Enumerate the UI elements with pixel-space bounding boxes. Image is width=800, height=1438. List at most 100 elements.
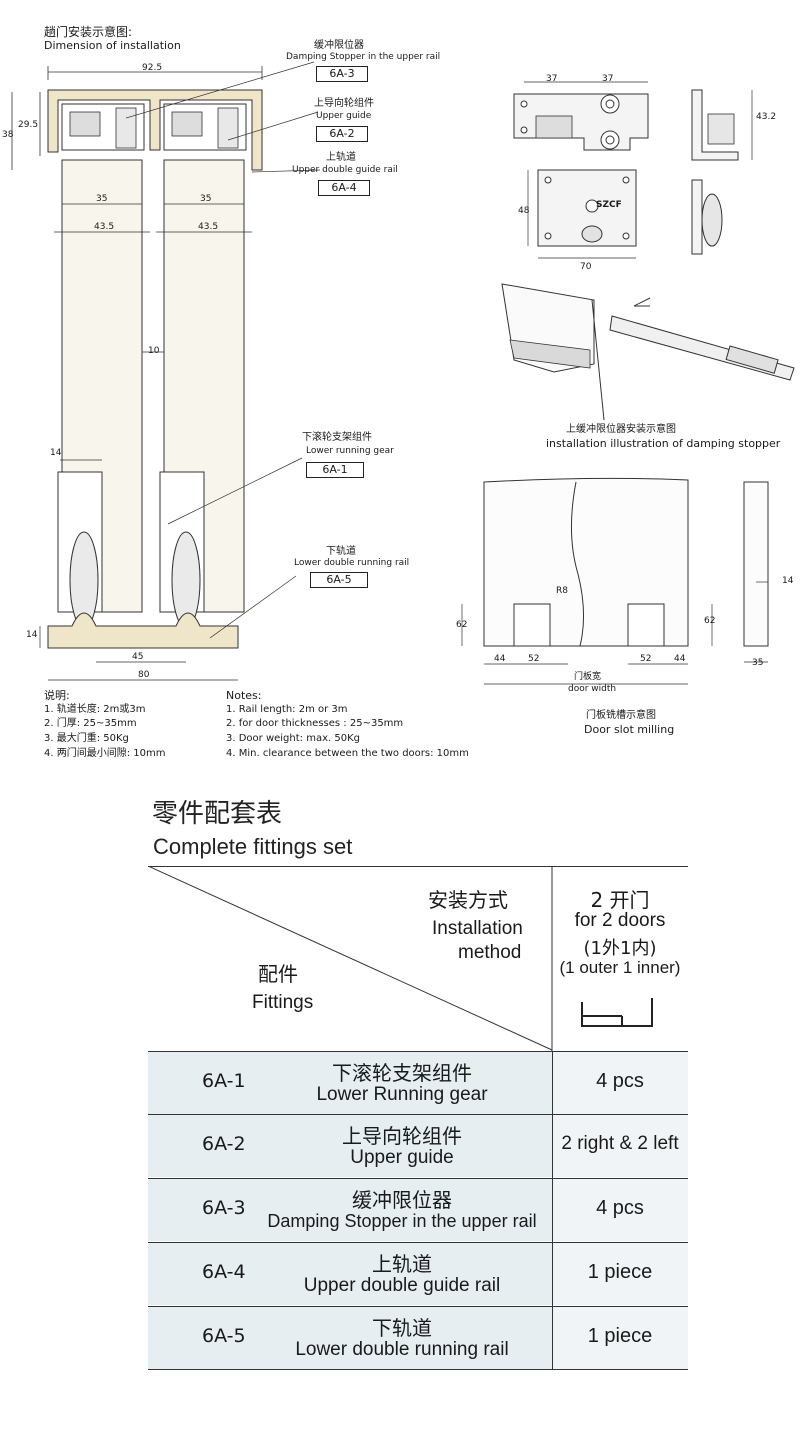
slot-dim-44-right: 44 [674, 654, 686, 664]
dim-70: 70 [580, 262, 592, 272]
slot-width-cn: 门板宽 [574, 672, 602, 682]
row-qty: 4 pcs [596, 1197, 644, 1219]
callout-6a2-cn: 上导向轮组件 [314, 98, 374, 109]
notes-en-3: 3. Door weight: max. 50Kg [226, 733, 360, 744]
callout-6a2-code: 6A-2 [316, 126, 368, 142]
row-divider [148, 1114, 688, 1115]
row-name-en: Upper double guide rail [303, 1275, 501, 1296]
row-name-cn: 上导向轮组件 [342, 1124, 462, 1148]
dim-35-right: 35 [200, 194, 212, 204]
row-name-cn: 下轨道 [372, 1316, 432, 1340]
row-name-cn: 下滚轮支架组件 [332, 1061, 472, 1085]
row-code: 6A-3 [202, 1197, 246, 1219]
dim-38: 38 [2, 130, 14, 140]
table-bottom-border [148, 1369, 688, 1370]
header-method-cn: 安装方式 [428, 888, 508, 912]
install-title-en: Dimension of installation [44, 39, 181, 52]
header-fittings-en: Fittings [252, 992, 314, 1013]
row-qty: 1 piece [587, 1325, 653, 1347]
dim-37-right: 37 [602, 74, 614, 84]
installation-drawing [11, 61, 321, 681]
row-qty: 4 pcs [596, 1070, 644, 1092]
callout-6a4-en: Upper double guide rail [292, 165, 398, 175]
bracket-drawing [513, 81, 753, 259]
slot-caption-cn: 门板铣槽示意图 [586, 710, 656, 721]
row-qty: 1 piece [587, 1261, 653, 1283]
row-divider [148, 1242, 688, 1243]
dim-43-5-right: 43.5 [198, 222, 219, 232]
header-method-en-2: method [458, 942, 522, 963]
notes-en-1: 1. Rail length: 2m or 3m [226, 704, 348, 715]
table-header-border [148, 1051, 688, 1052]
dim-48: 48 [518, 206, 530, 216]
table-row: 6A-3 缓冲限位器 Damping Stopper in the upper … [148, 1179, 688, 1241]
row-code: 6A-2 [202, 1133, 246, 1155]
callout-6a3-code: 6A-3 [316, 66, 368, 82]
header-col-line-1: 2 开门 [590, 888, 650, 912]
row-name-cn: 上轨道 [372, 1252, 432, 1276]
dim-35-left: 35 [96, 194, 108, 204]
table-row: 6A-4 上轨道 Upper double guide rail 1 piece [148, 1243, 688, 1305]
slot-dim-35: 35 [752, 658, 764, 668]
notes-cn-4: 4. 两门间最小间隙: 10mm [44, 748, 166, 759]
notes-en-2: 2. for door thicknesses : 25~35mm [226, 718, 404, 729]
callout-6a5-cn: 下轨道 [326, 546, 356, 557]
table-header-lines [148, 866, 653, 1052]
notes-cn-heading: 说明: [44, 689, 70, 702]
dim-43-2: 43.2 [756, 112, 777, 122]
dim-92-5: 92.5 [142, 63, 163, 73]
callout-6a1-en: Lower running gear [306, 446, 394, 456]
door-slot-drawing [461, 477, 769, 685]
callout-6a5-en: Lower double running rail [294, 558, 410, 568]
slot-caption-en: Door slot milling [584, 723, 675, 736]
header-fittings-cn: 配件 [258, 962, 298, 986]
slot-dim-52-left: 52 [528, 654, 540, 664]
header-method-en-1: Installation [432, 918, 523, 939]
row-name-en: Damping Stopper in the upper rail [267, 1211, 537, 1231]
notes-cn-1: 1. 轨道长度: 2m或3m [44, 704, 146, 715]
row-divider [148, 1178, 688, 1179]
stopper-caption-cn: 上缓冲限位器安装示意图 [566, 424, 676, 435]
notes-cn-3: 3. 最大门重: 50Kg [44, 733, 129, 744]
notes-en-heading: Notes: [226, 689, 262, 702]
header-col-line-2: for 2 doors [574, 910, 666, 931]
callout-6a3-cn: 缓冲限位器 [314, 40, 364, 51]
row-code: 6A-5 [202, 1325, 246, 1347]
callout-6a3-en: Damping Stopper in the upper rail [286, 52, 441, 62]
slot-dim-62-right: 62 [704, 616, 716, 626]
install-title-cn: 趟门安装示意图: [44, 25, 133, 39]
dim-80: 80 [138, 670, 150, 680]
slot-dim-62-left: 62 [456, 620, 468, 630]
stopper-install-drawing [501, 283, 795, 420]
row-name-en: Upper guide [350, 1147, 454, 1168]
dim-14-top: 14 [50, 448, 62, 458]
callout-6a4-code: 6A-4 [318, 180, 370, 196]
header-col-line-4: (1 outer 1 inner) [559, 958, 681, 977]
row-divider [148, 1306, 688, 1307]
fittings-title-en: Complete fittings set [153, 834, 353, 859]
callout-6a1-cn: 下滚轮支架组件 [302, 432, 372, 443]
dim-10: 10 [148, 346, 160, 356]
dim-14-bottom: 14 [26, 630, 38, 640]
header-col-line-3: (1外1内) [583, 938, 657, 959]
stopper-caption-en: installation illustration of damping sto… [546, 437, 781, 450]
dim-29-5: 29.5 [18, 120, 39, 130]
row-name-en: Lower Running gear [316, 1084, 488, 1105]
dim-37-left: 37 [546, 74, 558, 84]
table-row: 6A-2 上导向轮组件 Upper guide 2 right & 2 left [148, 1115, 688, 1177]
slot-r8: R8 [556, 586, 568, 596]
slot-dim-44-left: 44 [494, 654, 506, 664]
fittings-title-cn: 零件配套表 [152, 799, 283, 829]
callout-6a2-en: Upper guide [316, 111, 372, 121]
dim-43-5-left: 43.5 [94, 222, 115, 232]
slot-width-en: door width [568, 684, 617, 694]
table-column-divider [552, 1051, 553, 1369]
table-row: 6A-5 下轨道 Lower double running rail 1 pie… [148, 1307, 688, 1369]
slot-dim-52-right: 52 [640, 654, 652, 664]
notes-cn-2: 2. 门厚: 25~35mm [44, 718, 137, 729]
table-top-border [148, 866, 688, 867]
callout-6a5-code: 6A-5 [310, 572, 368, 588]
table-row: 6A-1 下滚轮支架组件 Lower Running gear 4 pcs [148, 1052, 688, 1114]
dim-45: 45 [132, 652, 144, 662]
notes-en-4: 4. Min. clearance between the two doors:… [226, 748, 469, 759]
